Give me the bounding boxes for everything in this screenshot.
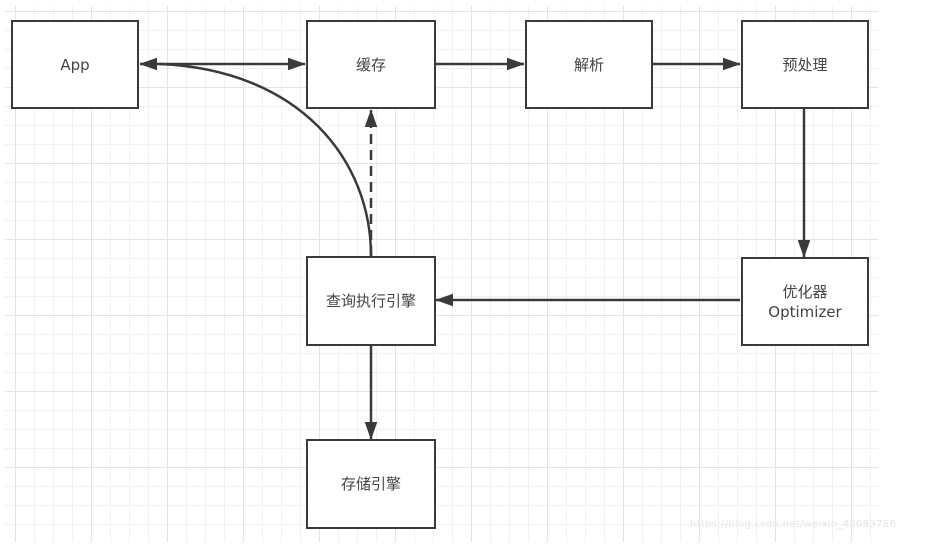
node-preprocess: 预处理 xyxy=(741,20,869,109)
node-storage-label: 存储引擎 xyxy=(340,475,401,493)
node-cache-label: 缓存 xyxy=(355,55,386,74)
grid-background xyxy=(5,6,878,542)
node-storage: 存储引擎 xyxy=(306,439,436,529)
node-preprocess-label: 预处理 xyxy=(782,55,828,74)
node-executor: 查询执行引擎 xyxy=(306,256,436,346)
node-parser-label: 解析 xyxy=(573,55,604,74)
node-app: App xyxy=(11,20,139,109)
watermark: https://blog.csdn.net/weixin_42083786 xyxy=(690,519,897,530)
node-cache: 缓存 xyxy=(306,20,436,109)
node-app-label: App xyxy=(60,55,90,74)
node-optimizer-sublabel: Optimizer xyxy=(768,302,842,321)
node-optimizer-label: 优化器 xyxy=(782,282,828,301)
node-optimizer: 优化器 Optimizer xyxy=(741,257,869,346)
node-parser: 解析 xyxy=(525,20,653,109)
node-executor-label: 查询执行引擎 xyxy=(325,292,416,310)
edge-executor-app-curve xyxy=(159,62,373,257)
